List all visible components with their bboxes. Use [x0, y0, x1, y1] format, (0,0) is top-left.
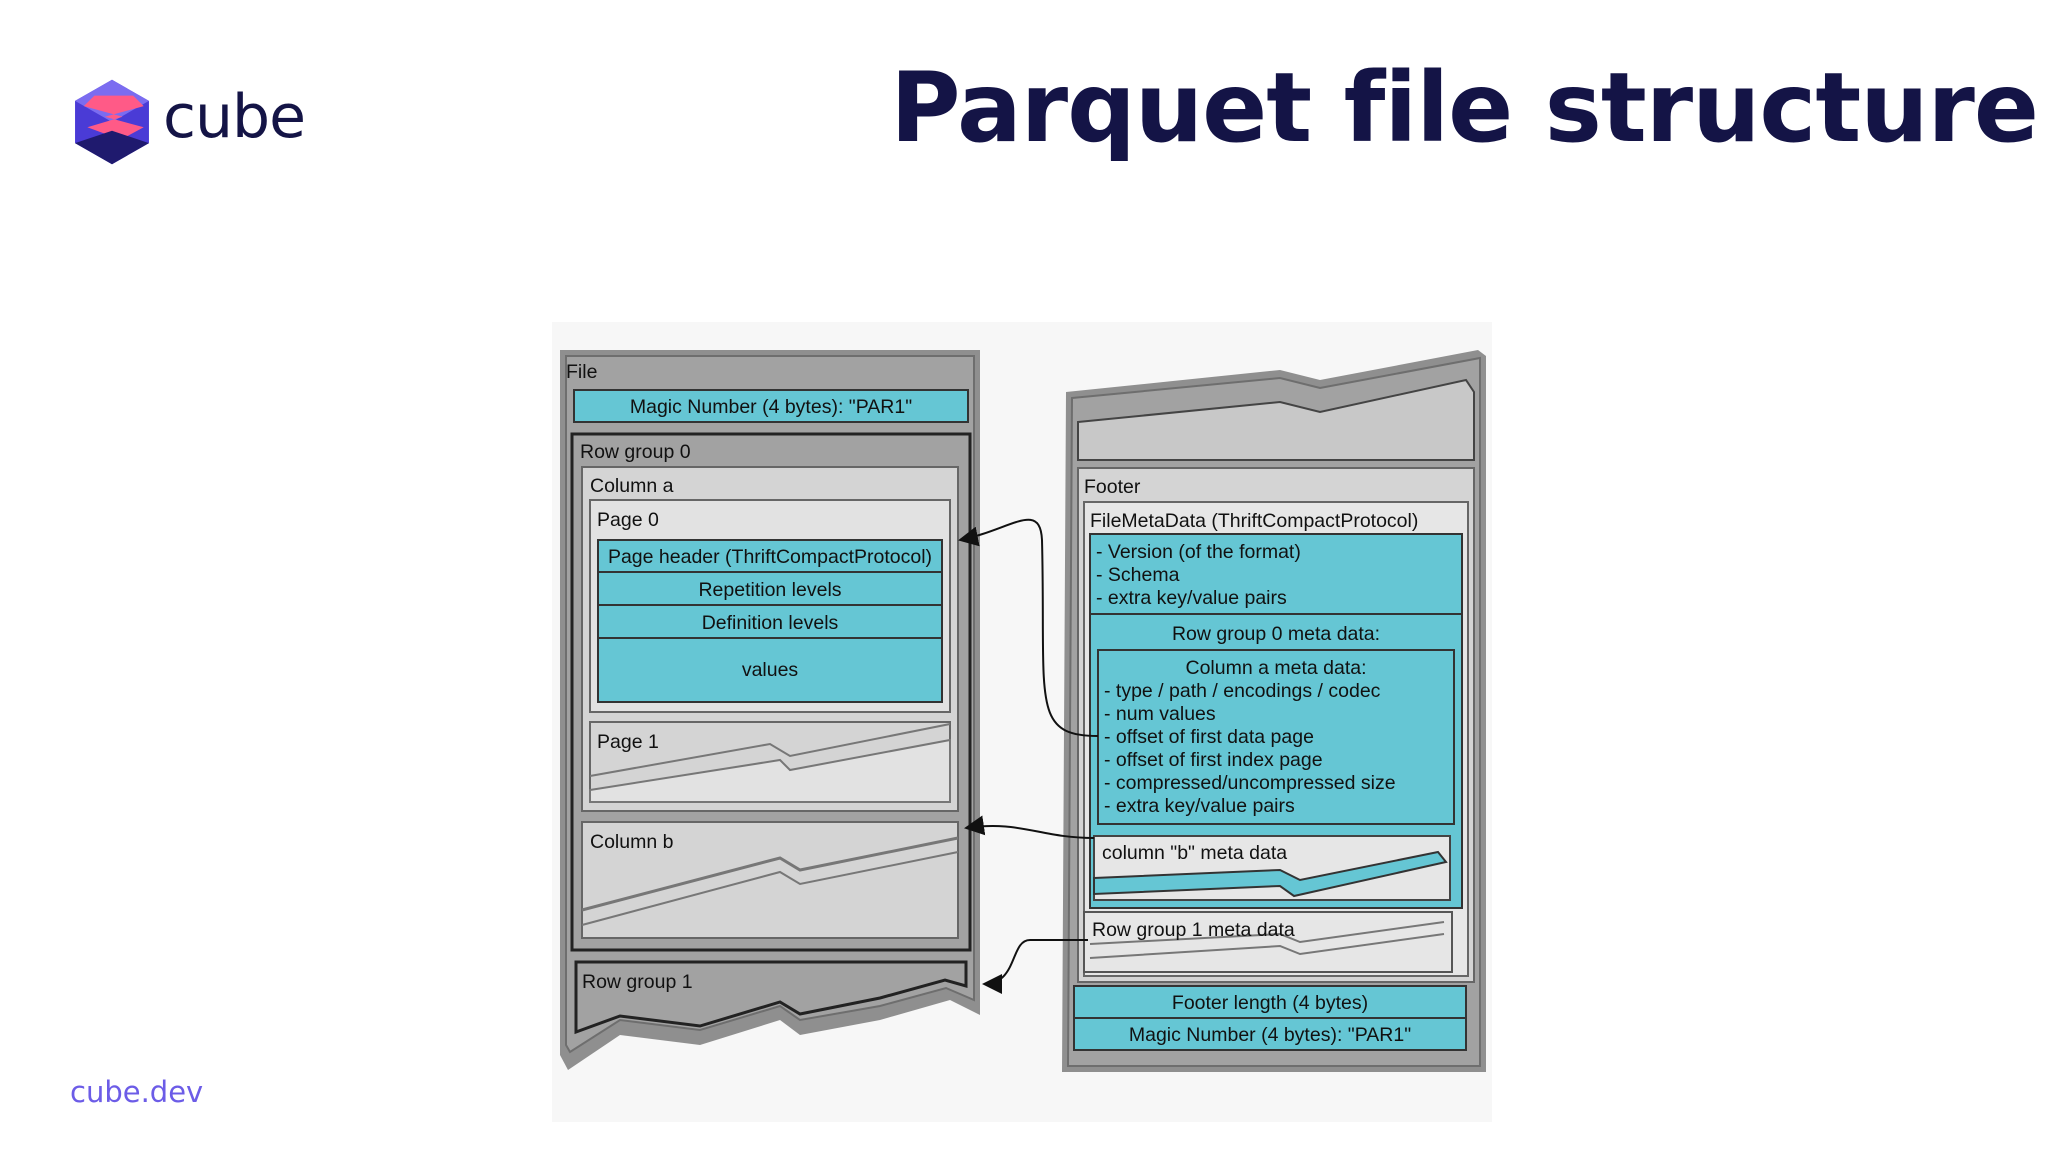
magic-number-top — [573, 389, 969, 423]
file-label: File — [566, 361, 597, 383]
row-group-0-label: Row group 0 — [580, 441, 691, 463]
magic-number-top-label: Magic Number (4 bytes): "PAR1" — [630, 396, 912, 418]
page-1-label: Page 1 — [597, 731, 659, 753]
column-b — [581, 821, 959, 939]
row-group-0-meta-label: Row group 0 meta data: — [1172, 623, 1380, 645]
column-a-meta-line: - extra key/value pairs — [1104, 795, 1295, 817]
arrow-to-column-b — [964, 815, 1095, 839]
row-group-1-meta-label: Row group 1 meta data — [1092, 919, 1295, 941]
brand-name: cube — [163, 82, 306, 152]
values-box — [597, 637, 943, 703]
column-a-label: Column a — [590, 475, 674, 497]
footer-length-label: Footer length (4 bytes) — [1172, 992, 1368, 1014]
file-metadata-fields-box — [1089, 533, 1463, 615]
brand-url-link[interactable]: cube.dev — [70, 1075, 204, 1109]
file-meta-line: - Version (of the format) — [1096, 541, 1301, 563]
row-group-1 — [574, 960, 968, 1035]
row-group-1-label: Row group 1 — [582, 971, 693, 993]
column-a-meta-line: - compressed/uncompressed size — [1104, 772, 1396, 794]
file-meta-line: - Schema — [1096, 564, 1180, 586]
footer-length-box — [1073, 985, 1467, 1019]
column-a-meta-line: - type / path / encodings / codec — [1104, 680, 1381, 702]
column-b-label: Column b — [590, 831, 674, 853]
column-a-meta-title: Column a meta data: — [1185, 657, 1366, 679]
column-b-meta-label: column "b" meta data — [1102, 842, 1287, 864]
repetition-levels-box — [597, 571, 943, 606]
arrow-to-row-group-1 — [982, 939, 1088, 994]
column-a-meta-line: - num values — [1104, 703, 1216, 725]
page-title: Parquet file structure — [890, 52, 2039, 164]
file-meta-line: - extra key/value pairs — [1096, 587, 1287, 609]
page-0-label: Page 0 — [597, 509, 659, 531]
column-a-meta-box — [1097, 649, 1455, 825]
column-a-meta-line: - offset of first data page — [1104, 726, 1314, 748]
magic-number-bottom — [1073, 1017, 1467, 1051]
column-a-meta-line: - offset of first index page — [1104, 749, 1323, 771]
cube-logo-icon — [75, 79, 149, 165]
values-label: values — [742, 659, 799, 681]
magic-number-bottom-label: Magic Number (4 bytes): "PAR1" — [1129, 1024, 1411, 1046]
row-group-1-meta-box — [1083, 911, 1453, 973]
file-metadata-label: FileMetaData (ThriftCompactProtocol) — [1090, 510, 1418, 532]
footer-label: Footer — [1084, 476, 1141, 498]
definition-levels-label: Definition levels — [702, 612, 839, 634]
arrow-to-page-0 — [958, 518, 1099, 737]
page-header-label: Page header (ThriftCompactProtocol) — [608, 546, 932, 568]
repetition-levels-label: Repetition levels — [698, 579, 841, 601]
